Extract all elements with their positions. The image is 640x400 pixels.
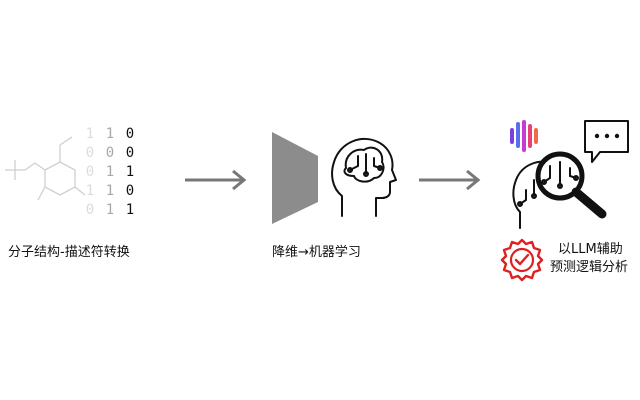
bit-cell: 0 — [125, 126, 135, 142]
bit-row: 0 1 1 — [85, 163, 135, 182]
molecule-icon — [5, 136, 86, 201]
stage3-caption: 以LLM辅助 预测逻辑分析 — [550, 241, 628, 277]
bit-cell: 0 — [105, 145, 115, 161]
magnifier-icon — [535, 151, 607, 219]
bit-cell: 0 — [85, 164, 95, 180]
bit-cell: 1 — [105, 183, 115, 199]
bit-cell: 0 — [125, 145, 135, 161]
arrow-right-icon — [185, 169, 247, 191]
bit-cell: 1 — [125, 202, 135, 218]
bit-row: 1 1 0 — [85, 182, 135, 201]
chat-bubble-icon — [584, 120, 629, 163]
llm-logo-icon — [510, 120, 538, 152]
bit-cell: 0 — [85, 145, 95, 161]
check-badge-icon — [500, 238, 544, 282]
stage3-caption-line1: 以LLM辅助 — [558, 242, 623, 257]
arrow-right-icon — [419, 169, 481, 191]
bit-cell: 1 — [105, 126, 115, 142]
stage2-caption: 降维→机器学习 — [272, 245, 361, 260]
bit-row: 0 0 0 — [85, 144, 135, 163]
bit-row: 0 1 1 — [85, 201, 135, 220]
bit-cell: 0 — [85, 202, 95, 218]
brain-head-icon — [331, 137, 397, 217]
bit-cell: 1 — [105, 202, 115, 218]
bit-cell: 1 — [125, 164, 135, 180]
bit-row: 1 1 0 — [85, 125, 135, 144]
funnel-icon — [272, 132, 318, 224]
bit-cell: 1 — [105, 164, 115, 180]
bit-cell: 1 — [85, 126, 95, 142]
descriptor-bit-matrix: 1 1 0 0 0 0 0 1 1 1 1 0 0 1 1 — [85, 125, 135, 220]
bit-cell: 0 — [125, 183, 135, 199]
stage1-caption: 分子结构-描述符转换 — [8, 245, 130, 260]
bit-cell: 1 — [85, 183, 95, 199]
stage3-caption-line2: 预测逻辑分析 — [550, 260, 629, 275]
